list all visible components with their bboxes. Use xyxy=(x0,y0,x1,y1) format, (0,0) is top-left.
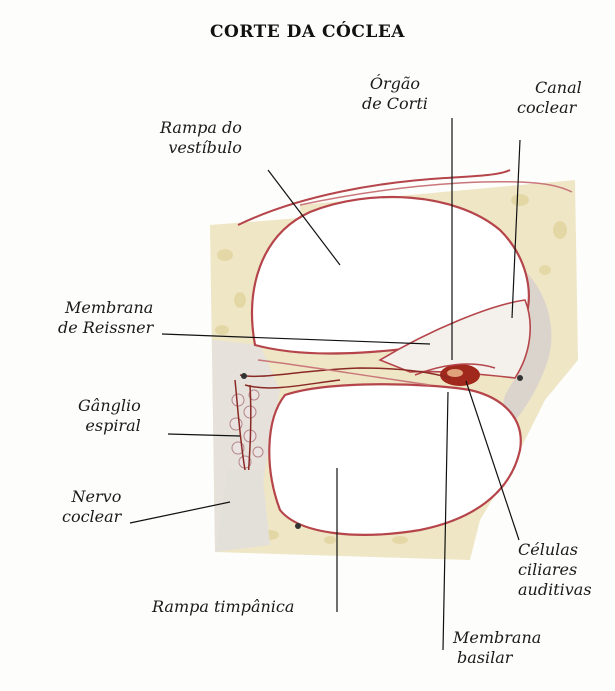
label-line: Nervo xyxy=(62,487,121,507)
label-rampa-vestibulo: Rampa do vestíbulo xyxy=(160,118,242,158)
label-line: espiral xyxy=(78,416,141,436)
label-line: Membrana xyxy=(453,628,541,648)
label-line: Células xyxy=(518,540,592,560)
label-line: coclear xyxy=(62,507,121,527)
label-membrana-reissner: Membrana de Reissner xyxy=(58,298,153,338)
diagram-title: CORTE DA CÓCLEA xyxy=(0,22,615,42)
label-orgao-corti: Órgão de Corti xyxy=(362,74,428,114)
label-line: de Corti xyxy=(362,94,428,114)
label-membrana-basilar: Membrana basilar xyxy=(453,628,541,668)
label-rampa-timpanica: Rampa timpânica xyxy=(152,597,294,617)
label-line: de Reissner xyxy=(58,318,153,338)
label-line: ciliares xyxy=(518,560,592,580)
label-line: Gânglio xyxy=(78,396,141,416)
ligament-dot xyxy=(517,375,523,381)
nerve-dot xyxy=(241,373,247,379)
label-canal-coclear: Canal coclear xyxy=(517,78,582,118)
label-line: vestíbulo xyxy=(160,138,242,158)
label-line: Órgão xyxy=(362,74,428,94)
label-line: Membrana xyxy=(58,298,153,318)
label-nervo-coclear: Nervo coclear xyxy=(62,487,121,527)
label-line: Rampa timpânica xyxy=(152,597,294,617)
label-line: coclear xyxy=(517,98,582,118)
label-line: auditivas xyxy=(518,580,592,600)
organ-highlight xyxy=(447,369,463,377)
label-ganglio-espiral: Gânglio espiral xyxy=(78,396,141,436)
tympani-dot xyxy=(295,523,301,529)
label-line: Canal xyxy=(517,78,582,98)
label-line: basilar xyxy=(453,648,541,668)
label-line: Rampa do xyxy=(160,118,242,138)
label-celulas-ciliares: Células ciliares auditivas xyxy=(518,540,592,600)
